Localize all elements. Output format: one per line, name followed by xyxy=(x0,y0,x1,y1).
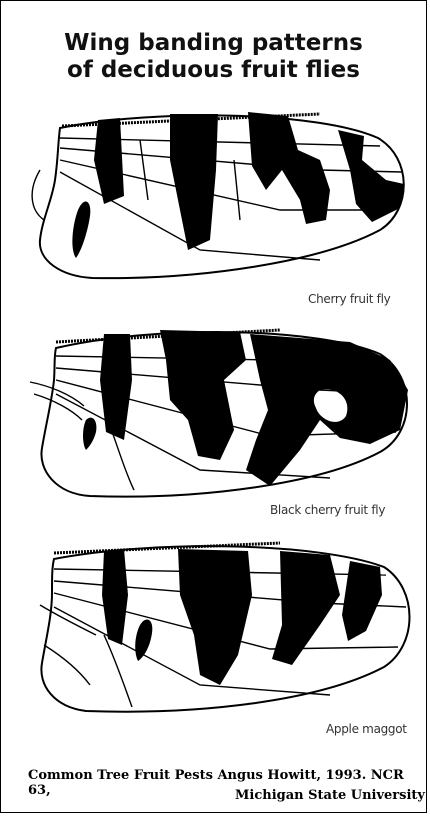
cherry-fruit-fly-wing xyxy=(20,100,420,290)
wing-illustration xyxy=(20,535,420,725)
caption-cherry-fruit-fly: Cherry fruit fly xyxy=(308,292,390,306)
black-cherry-fruit-fly-wing xyxy=(20,320,420,510)
figure-title-line2: of deciduous fruit flies xyxy=(0,57,427,84)
wing-illustration xyxy=(20,320,420,510)
apple-maggot-wing xyxy=(20,535,420,725)
wing-illustration xyxy=(20,100,420,290)
credit-line2: Michigan State University xyxy=(235,788,425,803)
caption-apple-maggot: Apple maggot xyxy=(326,722,407,736)
caption-black-cherry-fruit-fly: Black cherry fruit fly xyxy=(270,503,385,517)
figure-title-line1: Wing banding patterns xyxy=(0,30,427,57)
